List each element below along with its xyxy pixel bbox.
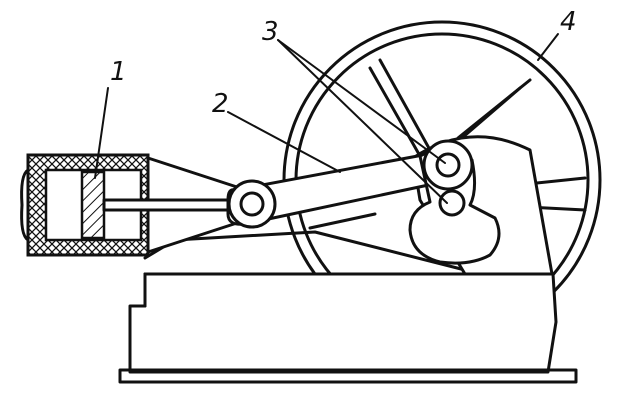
callout-1: 1 (110, 57, 127, 87)
crank (408, 139, 501, 265)
callout-3: 3 (262, 17, 279, 47)
connecting-rod (226, 148, 454, 229)
callout-2: 2 (212, 89, 229, 119)
piston (80, 170, 106, 240)
callout-labels: 1 2 3 4 (110, 7, 577, 119)
callout-4: 4 (560, 7, 577, 37)
leader-lines (94, 33, 559, 204)
cylinder (20, 153, 246, 257)
flywheel-spokes (308, 58, 587, 262)
